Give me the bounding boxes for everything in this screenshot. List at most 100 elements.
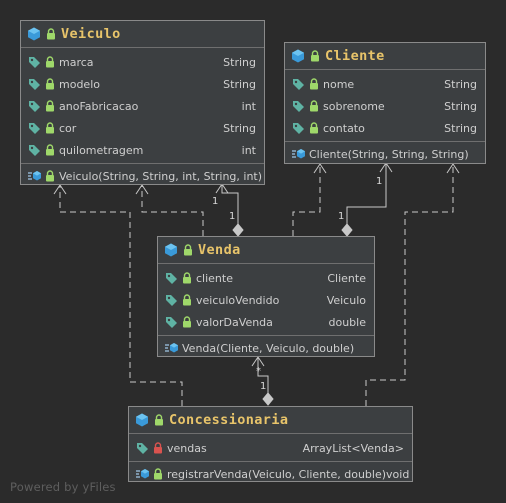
field-tag-icon (137, 443, 148, 454)
field-type: String (223, 121, 256, 135)
field-tag-icon (29, 57, 40, 68)
composition-venda-veiculo (215, 183, 244, 237)
field-tag-icon (293, 101, 304, 112)
dependency-arrowheads (53, 163, 460, 195)
method-icon (292, 149, 305, 159)
field-name: marca (59, 55, 94, 69)
watermark: Powered by yFiles (10, 480, 116, 494)
field-row: cor String (21, 117, 264, 139)
lock-icon (183, 294, 191, 306)
lock-icon (46, 56, 54, 68)
method-signature: Veiculo(String, String, int, String, int… (59, 169, 263, 183)
field-row: veiculoVendido Veiculo (158, 289, 374, 311)
field-type: int (241, 99, 256, 113)
method-list: Cliente(String, String, String) (285, 142, 485, 166)
method-signature: Venda(Cliente, Veiculo, double) (182, 341, 355, 355)
lock-icon (310, 100, 318, 112)
field-row: contato String (285, 117, 485, 139)
field-type: String (444, 99, 477, 113)
multiplicity-concessionaria-one: 1 (260, 381, 267, 392)
field-type: String (444, 77, 477, 91)
dependency-concessionaria-veiculo (59, 185, 183, 406)
field-tag-icon (29, 123, 40, 134)
method-icon (28, 171, 41, 181)
multiplicity-cliente-end: 1 (376, 176, 383, 187)
lock-icon (184, 244, 192, 256)
lock-icon (46, 100, 54, 112)
class-name: Concessionaria (169, 412, 289, 428)
field-list: nome String sobrenome String contato Str… (285, 70, 485, 142)
class-icon (136, 413, 148, 427)
dependency-concessionaria-cliente (365, 164, 454, 406)
class-name: Venda (198, 242, 241, 258)
field-name: valorDaVenda (196, 315, 273, 329)
field-type: double (328, 315, 367, 329)
field-tag-icon (166, 317, 177, 328)
field-row: valorDaVenda double (158, 311, 374, 333)
dependency-venda-veiculo (141, 185, 204, 236)
field-row: cliente Cliente (158, 267, 374, 289)
field-type: Cliente (327, 271, 366, 285)
field-row: nome String (285, 73, 485, 95)
lock-icon (310, 78, 318, 90)
field-type: String (223, 77, 256, 91)
field-tag-icon (166, 295, 177, 306)
field-name: quilometragem (59, 143, 144, 157)
field-name: nome (323, 77, 355, 91)
field-list: vendas ArrayList<Venda> (129, 434, 412, 462)
method-return-type: void (386, 467, 410, 481)
method-row: Veiculo(String, String, int, String, int… (21, 165, 264, 187)
field-name: cor (59, 121, 77, 135)
field-row: anoFabricacao int (21, 95, 264, 117)
method-signature: Cliente(String, String, String) (309, 147, 469, 161)
multiplicity-venda-many: * (256, 366, 261, 377)
method-row: registrarVenda(Veiculo, Cliente, double)… (129, 463, 412, 485)
field-tag-icon (29, 101, 40, 112)
lock-icon (310, 122, 318, 134)
dependency-venda-cliente (292, 164, 321, 236)
field-type: Veiculo (326, 293, 366, 307)
class-concessionaria[interactable]: Concessionaria vendas ArrayList<Venda> r… (128, 406, 413, 482)
field-name: modelo (59, 77, 100, 91)
field-type: ArrayList<Venda> (302, 441, 404, 455)
field-name: anoFabricacao (59, 99, 139, 113)
field-type: String (223, 55, 256, 69)
method-row: Venda(Cliente, Veiculo, double) (158, 337, 374, 359)
field-tag-icon (29, 145, 40, 156)
class-icon (165, 243, 177, 257)
method-signature: registrarVenda(Veiculo, Cliente, double) (167, 467, 387, 481)
lock-icon (47, 28, 55, 40)
field-row: marca String (21, 51, 264, 73)
field-row: modelo String (21, 73, 264, 95)
lock-icon (46, 144, 54, 156)
multiplicity-venda-cliente-end: 1 (338, 211, 345, 222)
field-list: cliente Cliente veiculoVendido Veiculo v… (158, 264, 374, 336)
field-row: quilometragem int (21, 139, 264, 161)
composition-concessionaria-venda (251, 356, 274, 406)
class-venda[interactable]: Venda cliente Cliente veiculoVendido Vei… (157, 236, 375, 357)
class-veiculo[interactable]: Veiculo marca String modelo String anoFa… (20, 20, 265, 185)
field-name: cliente (196, 271, 233, 285)
method-row: Cliente(String, String, String) (285, 143, 485, 165)
lock-icon (46, 122, 54, 134)
class-icon (292, 49, 304, 63)
method-list: registrarVenda(Veiculo, Cliente, double)… (129, 462, 412, 486)
class-cliente[interactable]: Cliente nome String sobrenome String con… (284, 42, 486, 164)
multiplicity-veiculo-end: 1 (212, 196, 219, 207)
class-name: Veiculo (61, 26, 121, 42)
class-header: Veiculo (21, 21, 264, 48)
class-icon (28, 27, 40, 41)
lock-icon (311, 50, 319, 62)
field-name: vendas (167, 441, 207, 455)
lock-icon (46, 78, 54, 90)
method-icon (165, 343, 178, 353)
field-tag-icon (293, 123, 304, 134)
class-name: Cliente (325, 48, 385, 64)
field-name: sobrenome (323, 99, 385, 113)
lock-icon (154, 442, 162, 454)
field-name: veiculoVendido (196, 293, 280, 307)
class-header: Venda (158, 237, 374, 264)
method-icon (136, 469, 149, 479)
field-type: int (241, 143, 256, 157)
field-list: marca String modelo String anoFabricacao… (21, 48, 264, 164)
